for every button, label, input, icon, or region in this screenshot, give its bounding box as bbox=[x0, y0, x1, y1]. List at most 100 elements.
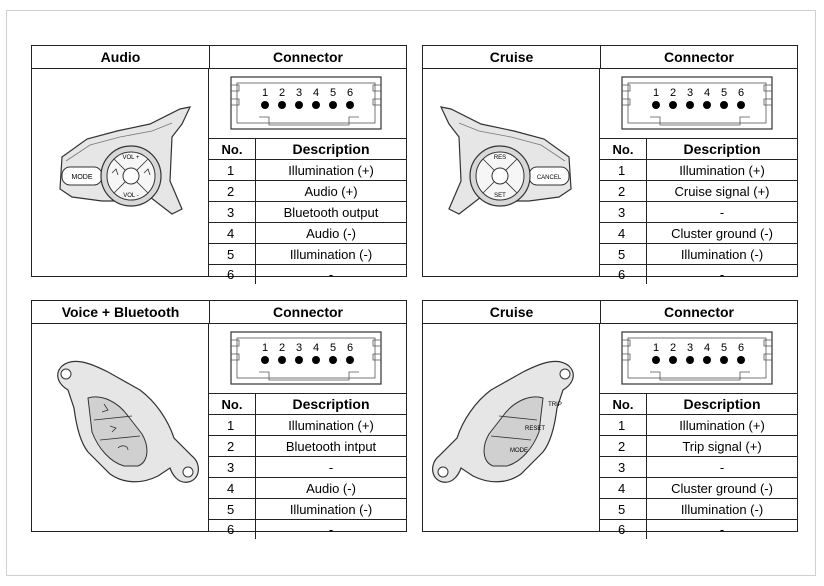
table-row: 6- bbox=[209, 265, 406, 284]
table-row: 3- bbox=[600, 457, 797, 478]
table-row: 1 Illumination (+) bbox=[600, 415, 797, 436]
pin-no: 6 bbox=[600, 520, 647, 539]
panel-header: Cruise Connector bbox=[423, 301, 797, 324]
pin-description: Cluster ground (-) bbox=[671, 225, 773, 241]
table-header: No. Description bbox=[209, 394, 406, 415]
pin-no: 4 bbox=[209, 478, 256, 498]
pin-no: 1 bbox=[209, 415, 256, 435]
vol-up-label: VOL + bbox=[123, 155, 140, 161]
pin-no: 3 bbox=[209, 202, 256, 222]
pin-description: Cluster ground (-) bbox=[671, 480, 773, 496]
pin-description: Illumination (+) bbox=[288, 417, 374, 433]
pin-number: 2 bbox=[670, 87, 676, 99]
pin-description: - bbox=[719, 522, 725, 537]
connector-diagram: 1 2 3 4 5 6 bbox=[209, 69, 406, 139]
voice-bluetooth-switch-icon bbox=[32, 324, 209, 531]
pin-number: 3 bbox=[296, 342, 302, 354]
pin-number: 3 bbox=[687, 342, 693, 354]
panel-header: Audio Connector bbox=[32, 46, 406, 69]
connector-pins: 1 2 3 4 5 6 bbox=[261, 342, 354, 364]
pin-description: Illumination (-) bbox=[289, 246, 373, 262]
pin-no: 5 bbox=[209, 499, 256, 519]
cruise-control-switch-icon: CANCEL RES SET bbox=[423, 69, 600, 276]
table-row: 1 Illumination (+) bbox=[209, 415, 406, 436]
connector-pins: 1 2 3 4 5 6 bbox=[652, 87, 745, 109]
pin-number: 4 bbox=[313, 87, 319, 99]
panel-header: Voice + Bluetooth Connector bbox=[32, 301, 406, 324]
connector-diagram: 1 2 3 4 5 6 bbox=[600, 69, 797, 139]
vol-down-label: VOL - bbox=[123, 193, 138, 199]
pin-no: 1 bbox=[600, 415, 647, 435]
pin-number: 3 bbox=[296, 87, 302, 99]
cruise-switch-panel: Cruise Connector CANCEL RES SET bbox=[422, 45, 798, 284]
pin-description: - bbox=[719, 267, 725, 282]
pin-number: 1 bbox=[653, 342, 659, 354]
pin-no: 1 bbox=[209, 160, 256, 180]
pin-number: 5 bbox=[721, 87, 727, 99]
trip-label: TRIP bbox=[548, 402, 562, 408]
table-header: No. Description bbox=[209, 139, 406, 160]
table-row: 4 Audio (-) bbox=[209, 478, 406, 499]
switch-title: Cruise bbox=[423, 46, 601, 68]
set-label: SET bbox=[494, 193, 506, 199]
pin-description: - bbox=[719, 459, 725, 475]
pin-no: 2 bbox=[209, 181, 256, 201]
res-label: RES bbox=[494, 155, 506, 161]
pin-no: 5 bbox=[209, 244, 256, 264]
pin-description: Audio (-) bbox=[306, 480, 356, 496]
pin-number: 2 bbox=[279, 342, 285, 354]
pin-description: Trip signal (+) bbox=[682, 438, 762, 454]
connector-pins: 1 2 3 4 5 6 bbox=[261, 87, 354, 109]
table-header: No. Description bbox=[600, 139, 797, 160]
description-header: Description bbox=[683, 396, 761, 412]
pin-number: 6 bbox=[738, 342, 744, 354]
mode-label: MODE bbox=[72, 174, 93, 181]
pin-number: 1 bbox=[262, 87, 268, 99]
pin-number: 5 bbox=[330, 87, 336, 99]
pin-number: 4 bbox=[313, 342, 319, 354]
table-header: No. Description bbox=[600, 394, 797, 415]
description-header: Description bbox=[292, 396, 370, 412]
trip-computer-switch-icon: TRIP RESET MODE bbox=[423, 324, 600, 531]
pin-number: 2 bbox=[670, 342, 676, 354]
pin-description: - bbox=[719, 204, 725, 220]
table-row: 5 Illumination (-) bbox=[209, 244, 406, 265]
voice-bluetooth-switch-panel: Voice + Bluetooth Connector bbox=[31, 300, 407, 539]
pin-description: - bbox=[328, 522, 334, 537]
pin-number: 2 bbox=[279, 87, 285, 99]
connector-title: Connector bbox=[664, 49, 734, 65]
pin-description: - bbox=[328, 267, 334, 282]
pin-no: 3 bbox=[209, 457, 256, 477]
table-row: 3- bbox=[600, 202, 797, 223]
pin-number: 1 bbox=[262, 342, 268, 354]
pin-number: 1 bbox=[653, 87, 659, 99]
pin-number: 6 bbox=[738, 87, 744, 99]
pin-no: 1 bbox=[600, 160, 647, 180]
table-row: 6- bbox=[600, 265, 797, 284]
table-row: 6- bbox=[209, 520, 406, 539]
pin-no: 6 bbox=[600, 265, 647, 284]
pin-description: Bluetooth intput bbox=[285, 438, 377, 454]
pin-number: 4 bbox=[704, 342, 710, 354]
pin-no: 5 bbox=[600, 499, 647, 519]
diagram-frame: Audio Connector MODE VOL + VOL - bbox=[6, 10, 816, 576]
pin-no: 5 bbox=[600, 244, 647, 264]
pin-description: Illumination (+) bbox=[288, 162, 374, 178]
cancel-label: CANCEL bbox=[537, 175, 562, 181]
pin-number: 6 bbox=[347, 342, 353, 354]
pin-description: Illumination (-) bbox=[680, 246, 764, 262]
pin-description: Illumination (+) bbox=[679, 417, 765, 433]
pin-number: 5 bbox=[330, 342, 336, 354]
no-header: No. bbox=[209, 139, 256, 159]
pin-number: 4 bbox=[704, 87, 710, 99]
table-row: 2 Bluetooth intput bbox=[209, 436, 406, 457]
panel-header: Cruise Connector bbox=[423, 46, 797, 69]
pin-no: 2 bbox=[209, 436, 256, 456]
switch-title: Voice + Bluetooth bbox=[32, 301, 210, 323]
pin-description: Audio (-) bbox=[306, 225, 356, 241]
